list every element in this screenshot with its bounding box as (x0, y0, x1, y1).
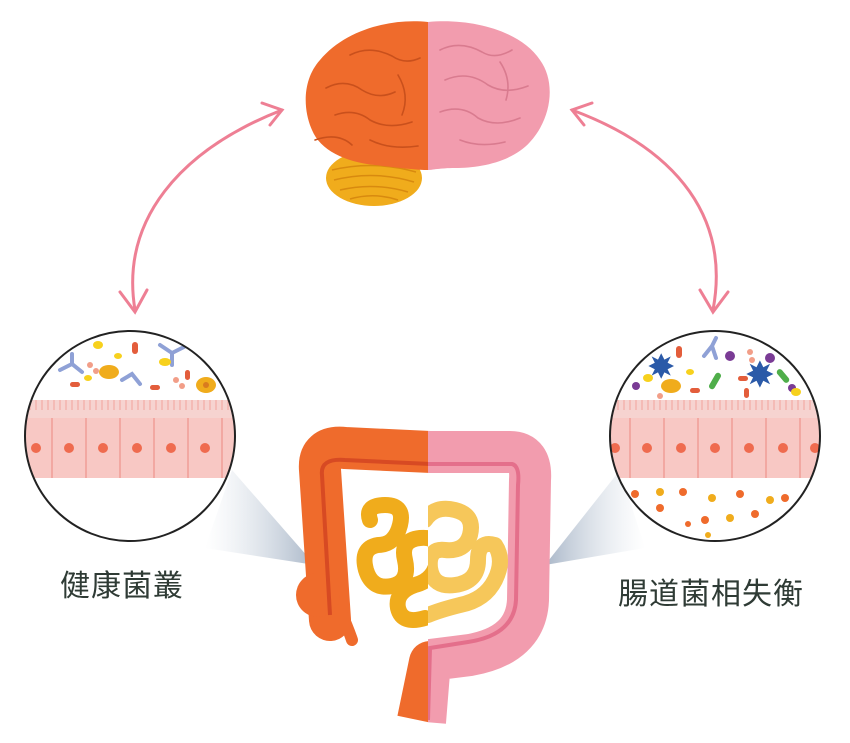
dysbiosis-epithelium (610, 418, 820, 478)
left-zoom-beam (205, 470, 315, 565)
right-zoom-beam (545, 470, 645, 565)
right-arrowhead-top (569, 101, 594, 127)
healthy-flora-circle (24, 330, 236, 542)
dysbiosis-circle (609, 330, 821, 542)
left-arrowhead-bottom (118, 288, 149, 315)
arrows (118, 101, 730, 315)
brain-right-hemisphere (428, 21, 550, 170)
left-curved-arrow (131, 108, 284, 312)
right-arrowhead-bottom (698, 288, 730, 315)
healthy-epithelium (25, 418, 235, 478)
healthy-bacteria (58, 341, 216, 393)
dysbiosis-bacteria (632, 336, 808, 399)
brain (305, 21, 550, 206)
dysbiosis-label: 腸道菌相失衡 (618, 577, 804, 612)
left-arrowhead-top (260, 101, 285, 127)
intestines (296, 426, 552, 724)
right-curved-arrow (570, 108, 718, 312)
healthy-flora-label: 健康菌叢 (60, 569, 184, 604)
